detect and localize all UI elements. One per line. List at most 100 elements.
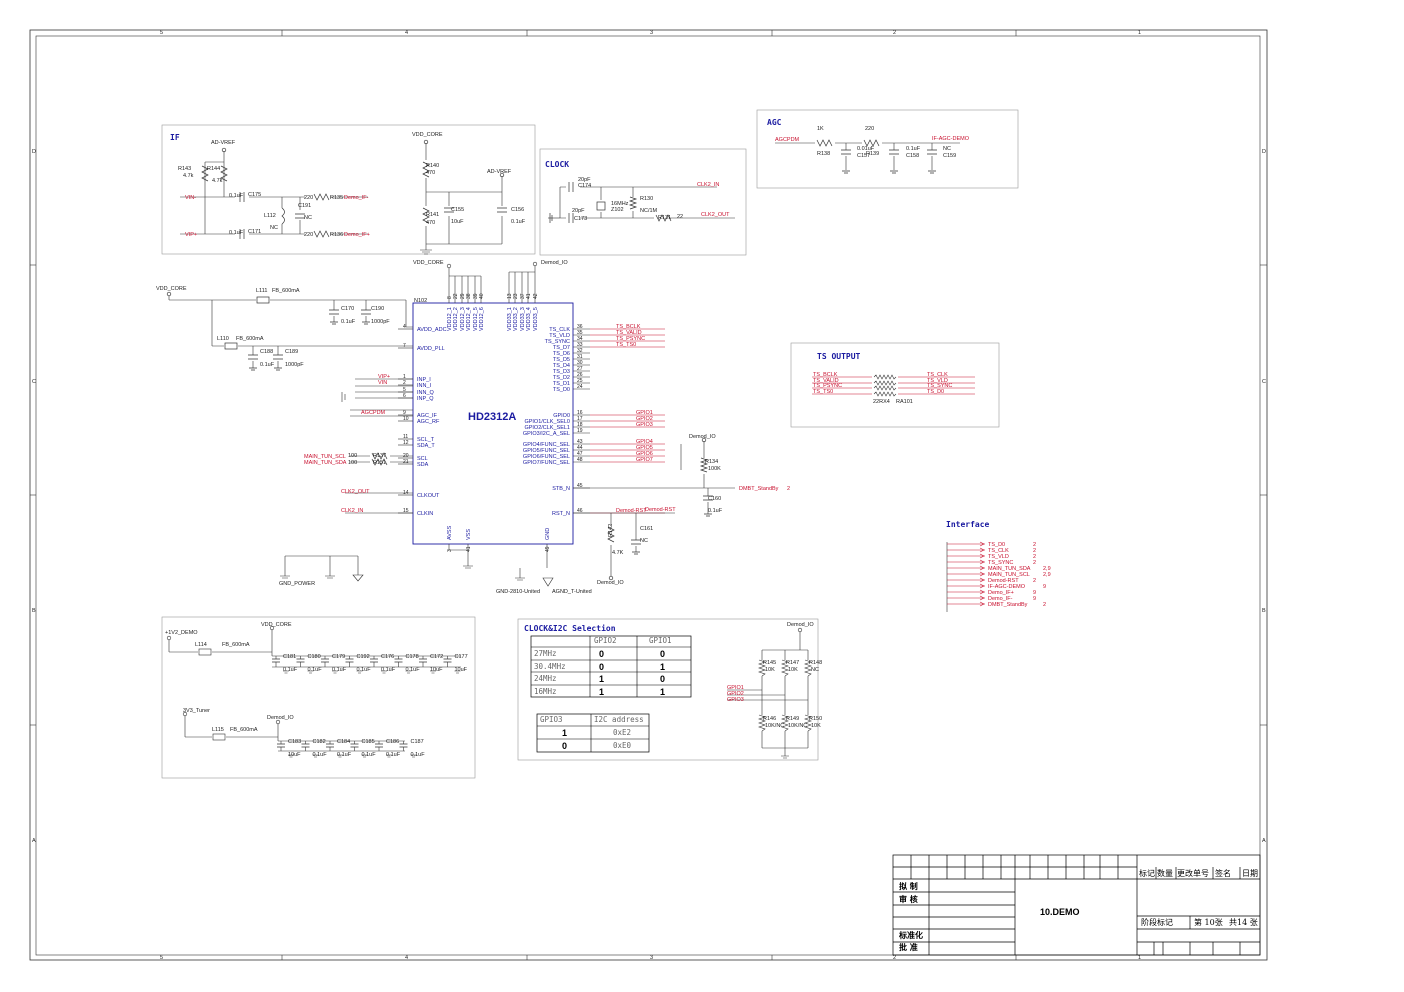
chip-dmbt-standby: DMBT_StandBy	[739, 486, 779, 492]
c159-ref: C159	[943, 153, 956, 159]
c189-val: 1000pF	[285, 362, 304, 368]
chip-main-tun-scl: MAIN_TUN_SCL	[304, 454, 346, 460]
ic-right-pin-num: 33	[577, 342, 583, 348]
r143-val: 4.7k	[183, 173, 194, 179]
ic-right-pin-num: 17	[577, 416, 583, 422]
ic-left-pin-num: 12	[403, 440, 409, 446]
l110-ref: L110	[217, 336, 229, 342]
title-block-header-cell: 数量	[1157, 868, 1173, 878]
c173-val: 20pF	[572, 208, 585, 214]
r139-val: 220	[865, 126, 874, 132]
chip-demod-rst: Demod-RST	[645, 507, 676, 513]
gnd-2810-label: GND-2810-United	[496, 589, 540, 595]
interface-net-label: Demo_IF-	[988, 596, 1013, 602]
row-mark-right: B	[1262, 608, 1266, 614]
strap-res-top-val: NC	[811, 667, 819, 673]
interface-net-label: TS_SYNC	[988, 560, 1013, 566]
interface-arrow	[979, 571, 985, 577]
ts-out-right-label: TS_SYNC	[927, 383, 952, 389]
ts-output-box	[790, 342, 1000, 428]
ic-left-pin-name: INP_Q	[417, 396, 434, 402]
i2c-table-header: GPIO3	[540, 715, 563, 724]
decap-val: 0.1uF	[381, 667, 396, 673]
ic-ref: N102	[414, 298, 427, 304]
ic-top-io-num: 41	[526, 293, 532, 299]
decap-body	[296, 658, 305, 663]
row-mark-right: A	[1262, 838, 1266, 844]
c191-body	[295, 213, 305, 219]
ic-right-net-label: GPIO2	[636, 416, 653, 422]
strap-res-bottom-body	[758, 714, 766, 732]
decap-body	[326, 743, 334, 748]
if-wiring	[180, 143, 503, 250]
ic-top-io-name: VDD33_2	[513, 307, 519, 331]
strap-wiring	[727, 627, 809, 759]
r135-ref: R135	[330, 195, 343, 201]
ic-left-pin-name: SDA_T	[417, 443, 435, 449]
clk-table-freq: 16MHz	[534, 687, 557, 696]
r134-val: 100K	[708, 466, 721, 472]
ic-name: HD2312A	[468, 411, 516, 423]
col-mark-top: 4	[405, 30, 408, 36]
c190-val: 1000pF	[371, 319, 390, 325]
interface-net-page: 2	[1033, 548, 1036, 554]
strap-res-bottom-ref: R149	[786, 716, 799, 722]
title-block-header: 标记数量更改单号签名日期	[1139, 868, 1258, 878]
strap-res-top-val: 10K	[765, 667, 775, 673]
decoupling-wiring	[166, 625, 461, 752]
r138-ref: R138	[817, 151, 830, 157]
c159-val: NC	[943, 146, 951, 152]
l112-body	[281, 207, 285, 225]
agnd-label: AGND_T-United	[552, 589, 592, 595]
ic-left-pin-name: CLKOUT	[417, 493, 440, 499]
ic-right-pin-num: 46	[577, 508, 583, 514]
ic-top-core-num: 22	[453, 293, 459, 299]
ic-top-core-num: 8	[447, 296, 453, 299]
decap-ref: C177	[455, 654, 468, 660]
row-mark-right: C	[1262, 379, 1266, 385]
r134-body	[699, 457, 709, 473]
c158-body	[889, 149, 899, 155]
c158-val: 0.1uF	[906, 146, 921, 152]
ts-out-left-label: TS_VALID	[813, 378, 839, 384]
ic-right-net-label: TS_TS0	[616, 342, 636, 348]
ts-out-left-label: TS_BCLK	[813, 372, 838, 378]
ic-left-pin-name: SCL	[417, 456, 428, 462]
chip-demod-io-2: Demod_IO	[689, 434, 716, 440]
clk-i2c-box	[517, 618, 819, 761]
l115-ref: L115	[212, 727, 224, 733]
i2c-table-frame	[536, 713, 650, 753]
decap-ground	[430, 670, 436, 674]
clock-clk2-out: CLK2_OUT	[701, 212, 730, 218]
r140-ref: R140	[426, 163, 439, 169]
ic-right-pin-num: 19	[577, 428, 583, 434]
ic-right-pin-num: 43	[577, 439, 583, 445]
c156-ref: C156	[511, 207, 524, 213]
clock-section-box	[539, 148, 747, 256]
ic-bottom-pin-name: GND	[545, 528, 551, 540]
decap-ground	[386, 754, 392, 758]
interface-arrow	[979, 553, 985, 559]
decap-ref: C172	[430, 654, 443, 660]
r144-body	[220, 165, 228, 182]
r139-body	[863, 139, 880, 147]
interface-arrow	[979, 595, 985, 601]
ic-right-pin-name: GPIO0	[553, 413, 570, 419]
l114-ref: L114	[195, 642, 207, 648]
l110-val: FB_600mA	[236, 336, 264, 342]
decap-body	[277, 743, 285, 748]
ic-left-pin-name: INN_I	[417, 383, 432, 389]
ic-right-pin-num: 31	[577, 354, 583, 360]
decap-val: 0.1uF	[308, 667, 323, 673]
ic-right-pin-num: 35	[577, 330, 583, 336]
ic-right-pin-name: GPIO1/CLK_SEL0	[524, 419, 570, 425]
ic-left-pin-num: 1	[403, 374, 406, 380]
clk-table-gpio2: 0	[599, 662, 604, 672]
col-mark-top: 3	[650, 30, 653, 36]
c155-body	[444, 207, 454, 213]
chip-agcpdm: AGCPDM	[361, 410, 386, 416]
interface-net-label: TS_VLD	[988, 554, 1009, 560]
l111-ref: L111	[256, 288, 267, 294]
